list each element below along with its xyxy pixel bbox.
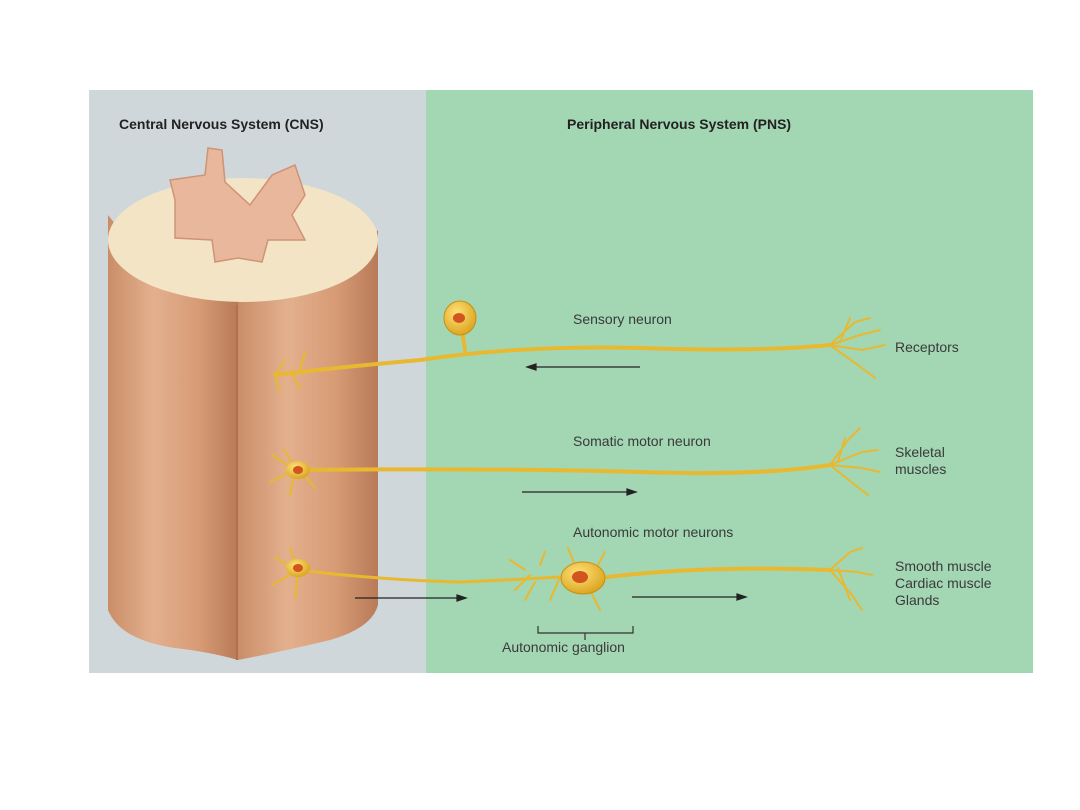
somatic-nucleus <box>293 466 303 474</box>
skeletal-line-2: muscles <box>895 461 946 478</box>
autonomic-motor-neurons-label: Autonomic motor neurons <box>573 524 733 541</box>
spinal-cord <box>108 148 378 660</box>
smooth-muscle-label: Smooth muscle <box>895 558 991 575</box>
receptors-label: Receptors <box>895 339 959 356</box>
ganglion-nucleus <box>572 571 588 583</box>
somatic-motor-neuron-label: Somatic motor neuron <box>573 433 711 450</box>
cardiac-muscle-label: Cardiac muscle <box>895 575 991 592</box>
sensory-nucleus <box>453 313 465 323</box>
autonomic-ganglion-label: Autonomic ganglion <box>502 639 625 656</box>
skeletal-line-1: Skeletal <box>895 444 946 461</box>
glands-label: Glands <box>895 592 991 609</box>
sensory-neuron-label: Sensory neuron <box>573 311 672 328</box>
pns-title: Peripheral Nervous System (PNS) <box>567 116 791 132</box>
autonomic-targets-label: Smooth muscle Cardiac muscle Glands <box>895 558 991 609</box>
cns-title: Central Nervous System (CNS) <box>119 116 324 132</box>
skeletal-muscles-label: Skeletal muscles <box>895 444 946 478</box>
autonomic-nucleus <box>293 564 303 572</box>
